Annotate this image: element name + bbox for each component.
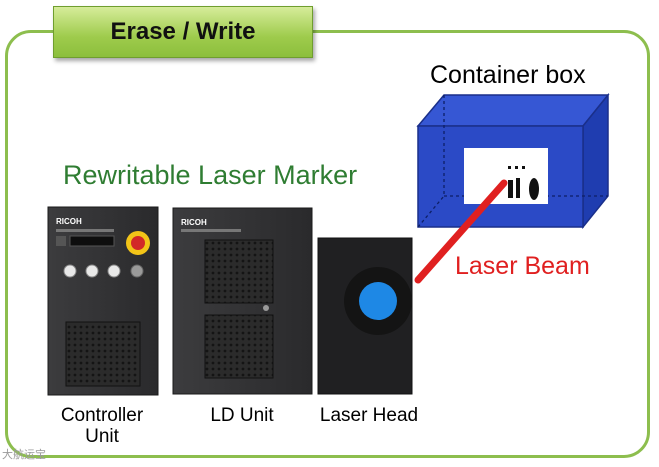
screw-icon	[263, 305, 269, 311]
key-switch-icon	[131, 265, 143, 277]
vent-grille-lower	[205, 315, 273, 378]
display-panel	[70, 236, 114, 246]
controller-brand: RICOH	[56, 217, 82, 226]
knob-icon	[108, 265, 120, 277]
container-box	[418, 95, 608, 227]
barcode-mark	[508, 180, 513, 198]
laser-head-label: Laser Head	[304, 405, 434, 426]
controller-unit: RICOH	[48, 207, 158, 395]
vent-grille-upper	[205, 240, 273, 303]
emergency-stop-button	[131, 236, 145, 250]
knob-icon	[86, 265, 98, 277]
ld-unit-brand: RICOH	[181, 218, 207, 227]
ld-unit: RICOH	[173, 208, 312, 394]
controller-unit-label: Controller Unit	[40, 405, 164, 447]
container-box-top	[418, 95, 608, 126]
vent-grille	[66, 322, 140, 386]
watermark-logo: 大航运宝	[2, 446, 46, 462]
ld-unit-label: LD Unit	[172, 405, 312, 426]
lens-icon	[359, 282, 397, 320]
laser-head	[318, 238, 412, 394]
knob-icon	[64, 265, 76, 277]
